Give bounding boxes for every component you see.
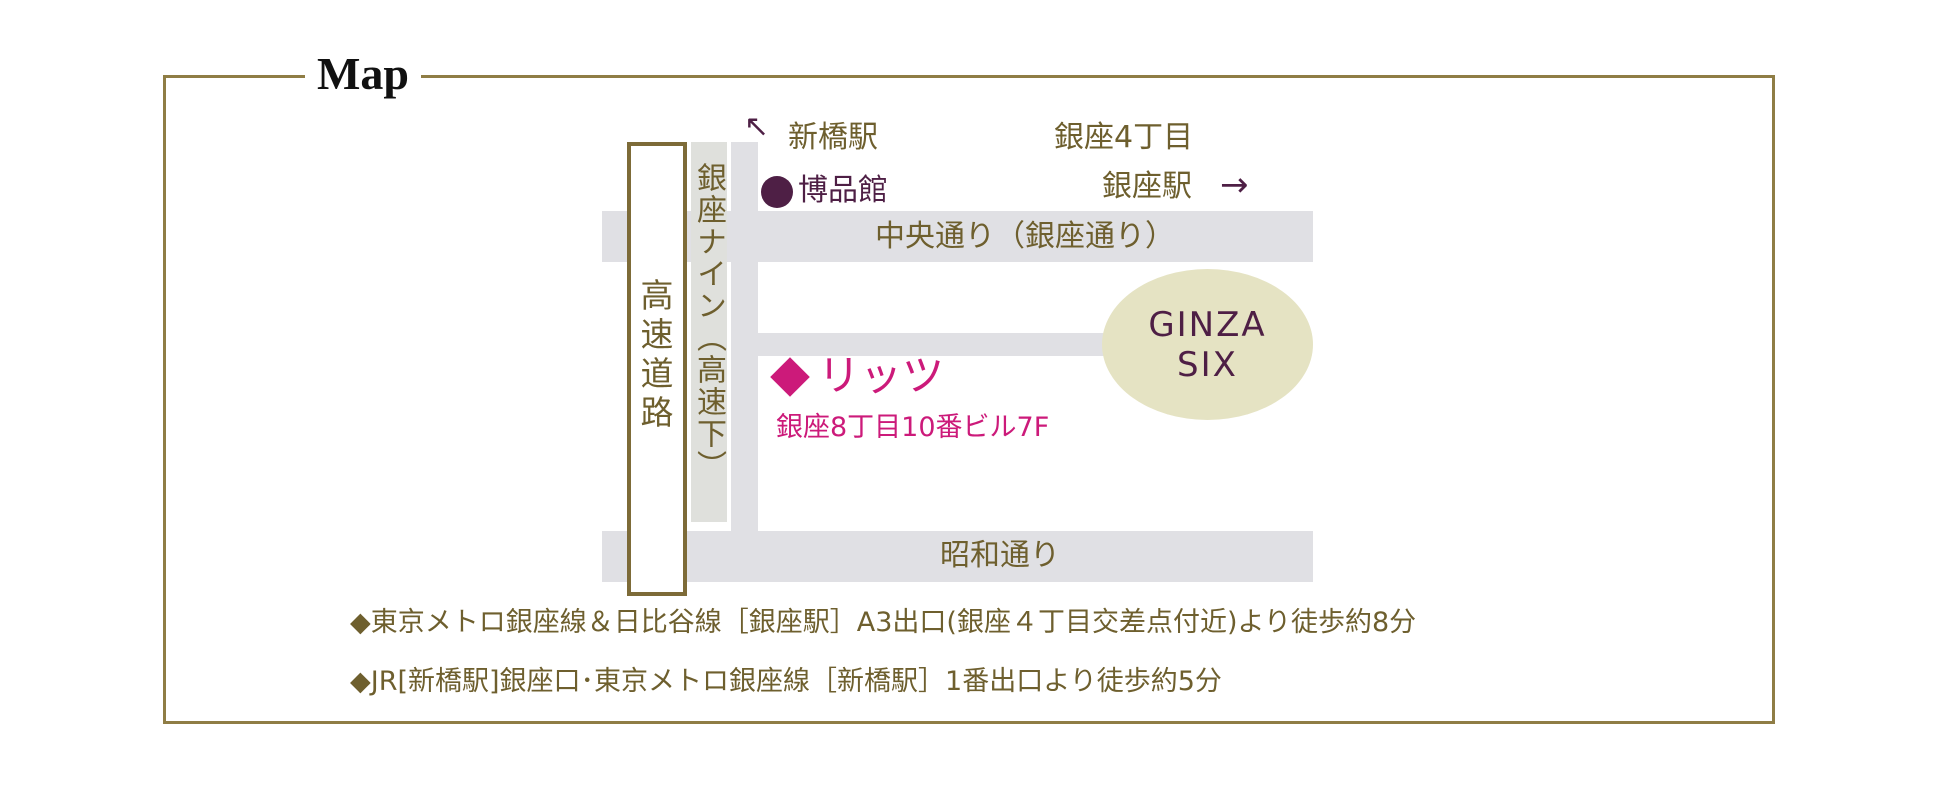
ginza-six-line2: SIX — [1177, 344, 1238, 385]
access-note-jr: ◆JR[新橋駅]銀座口･東京メトロ銀座線［新橋駅］1番出口より徒歩約5分 — [350, 666, 1222, 697]
ginza-station-label: 銀座駅 — [1102, 169, 1192, 204]
ritz-address: 銀座8丁目10番ビル7F — [776, 412, 1050, 443]
expressway-label: 高速道路 — [635, 278, 674, 434]
ginza-nine-label: 銀座ナイン（高速下） — [691, 162, 726, 482]
map-title: Map — [305, 48, 421, 100]
vertical-road — [731, 142, 758, 532]
expressway-block — [627, 142, 687, 596]
showa-dori-road — [602, 531, 1313, 582]
chuo-dori-label: 中央通り（銀座通り） — [875, 219, 1175, 254]
ritz-label: リッツ — [818, 351, 945, 400]
hakuhinkan-dot-icon — [761, 176, 793, 208]
ginza-nine-strip — [691, 142, 727, 522]
ginza-six-landmark: GINZA SIX — [1102, 269, 1313, 420]
map-frame — [163, 75, 1775, 724]
side-street — [758, 333, 1118, 356]
ginza4-label: 銀座4丁目 — [1054, 120, 1194, 155]
shinbashi-station-label: 新橋駅 — [788, 120, 878, 155]
ginza-six-line1: GINZA — [1148, 304, 1267, 345]
arrow-up-left-icon: ↖ — [744, 109, 770, 144]
access-note-metro: ◆東京メトロ銀座線＆日比谷線［銀座駅］A3出口(銀座４丁目交差点付近)より徒歩約… — [350, 607, 1417, 638]
arrow-right-icon: → — [1220, 165, 1249, 205]
hakuhinkan-label: 博品館 — [798, 173, 888, 208]
showa-dori-label: 昭和通り — [940, 538, 1060, 573]
